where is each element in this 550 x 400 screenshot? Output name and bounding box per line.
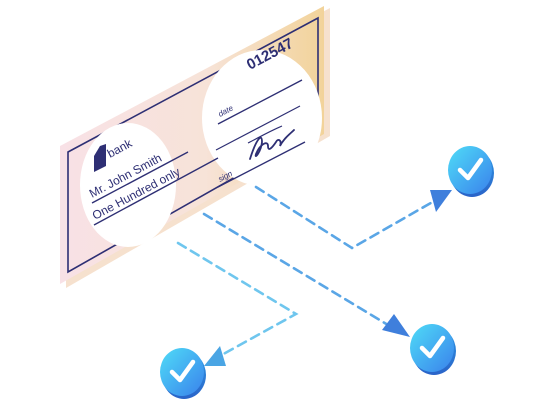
bank-check: bank Mr. John Smith One Hundred only 012…	[60, 6, 330, 288]
verification-arrows	[176, 185, 438, 359]
sign-line	[217, 141, 306, 188]
payee-line	[91, 151, 189, 204]
arrowhead-top-right	[430, 190, 452, 212]
arrow-to-bottom-left	[176, 241, 299, 359]
middle-line	[215, 105, 301, 151]
amount-line	[93, 157, 219, 226]
signature-stroke	[247, 125, 283, 144]
check-circle-icon	[448, 146, 494, 197]
bank-building-icon	[94, 144, 106, 172]
arrowhead-bottom-right	[382, 314, 410, 337]
right-highlight-bubble	[202, 50, 322, 186]
date-line	[217, 79, 303, 125]
check-circle-icon	[160, 348, 206, 399]
arrow-to-bottom-right	[202, 212, 390, 327]
check-circle-icon	[410, 324, 456, 375]
signature-scribble	[249, 129, 295, 160]
arrowhead-bottom-left	[204, 346, 226, 366]
arrow-to-top-right	[254, 185, 438, 250]
